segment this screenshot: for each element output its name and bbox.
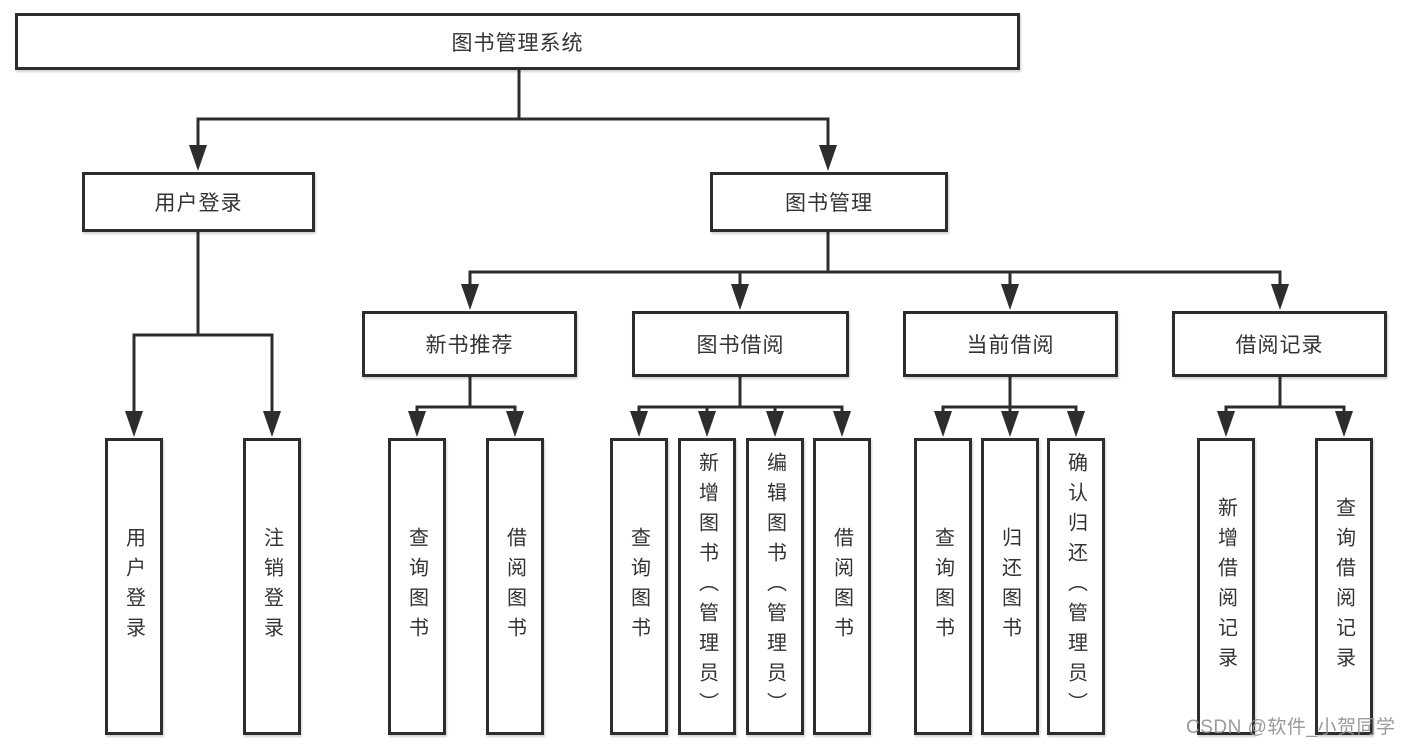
watermark: CSDN @软件_小贺同学: [1186, 717, 1396, 738]
node-current-borrowing: 当前借阅: [903, 311, 1118, 377]
leaf-confirm-return-admin: 确认归还（管理员）: [1047, 438, 1105, 735]
leaf-edit-book-admin: 编辑图书（管理员）: [746, 438, 804, 735]
node-book-borrowing: 图书借阅: [632, 311, 849, 377]
leaf-logout: 注销登录: [243, 438, 301, 735]
leaf-query-borrow-record: 查询借阅记录: [1315, 438, 1373, 735]
leaf-query-books-current: 查询图书: [914, 438, 972, 735]
leaf-borrow-books-recommend: 借阅图书: [486, 438, 544, 735]
node-root: 图书管理系统: [15, 13, 1020, 70]
leaf-add-book-admin: 新增图书（管理员）: [678, 438, 736, 735]
leaf-return-books: 归还图书: [981, 438, 1039, 735]
node-new-book-recommend: 新书推荐: [362, 311, 577, 377]
leaf-query-books-recommend: 查询图书: [388, 438, 446, 735]
node-user-login: 用户登录: [82, 172, 315, 232]
node-borrowing-records: 借阅记录: [1172, 311, 1387, 377]
leaf-query-books-borrowing: 查询图书: [610, 438, 668, 735]
node-book-management: 图书管理: [710, 172, 948, 232]
leaf-user-login: 用户登录: [105, 438, 163, 735]
leaf-add-borrow-record: 新增借阅记录: [1197, 438, 1255, 735]
leaf-borrow-books: 借阅图书: [813, 438, 871, 735]
